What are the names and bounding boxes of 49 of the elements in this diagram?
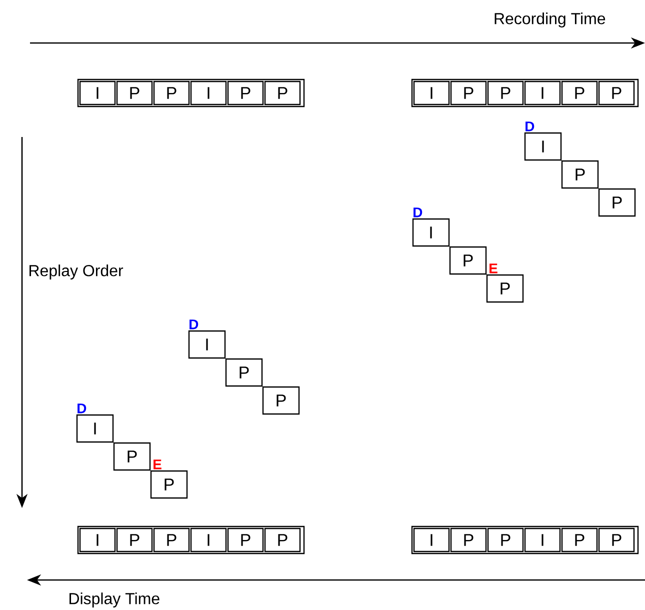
frame-cell: P — [450, 528, 487, 552]
frame-marker: D — [414, 208, 422, 218]
frame-cell: P — [264, 80, 301, 106]
frame-cell: P — [598, 80, 635, 106]
frame-cell: I — [79, 528, 116, 552]
frame-cell: I — [524, 80, 561, 106]
frame-cell: P — [153, 528, 190, 552]
frame-strip — [411, 78, 639, 108]
frame-box: P — [113, 442, 151, 471]
frame-box: P — [150, 470, 188, 499]
frame-cell: P — [598, 528, 635, 552]
frame-cell: P — [227, 528, 264, 552]
frame-cell: I — [190, 528, 227, 552]
axis-label: Recording Time — [494, 12, 606, 28]
frame-box: P — [486, 274, 524, 303]
frame-box: I — [524, 132, 562, 161]
frame-cell: I — [79, 80, 116, 106]
axis-label: Display Time — [70, 592, 160, 608]
frame-cell: P — [116, 80, 153, 106]
frame-strip — [77, 526, 305, 554]
frame-marker: E — [154, 460, 162, 470]
frame-box: P — [225, 358, 263, 387]
frame-marker: D — [190, 320, 198, 330]
frame-cell: P — [487, 80, 524, 106]
frame-cell: P — [561, 528, 598, 552]
frame-box: P — [561, 160, 599, 189]
frame-cell: I — [524, 528, 561, 552]
frame-cell: P — [450, 80, 487, 106]
frame-strip — [411, 526, 639, 554]
frame-box: I — [412, 218, 450, 247]
frame-cell: I — [413, 528, 450, 552]
frame-box: I — [76, 414, 114, 443]
frame-cell: P — [561, 80, 598, 106]
frame-box: I — [188, 330, 226, 359]
frame-marker: D — [78, 404, 86, 414]
frame-cell: I — [413, 80, 450, 106]
frame-box: P — [262, 386, 300, 415]
axis-label: Replay Order — [30, 264, 124, 280]
frame-marker: E — [490, 264, 498, 274]
frame-cell: P — [227, 80, 264, 106]
frame-box: P — [449, 246, 487, 275]
frame-strip — [77, 78, 305, 108]
frame-marker: D — [526, 122, 534, 132]
frame-cell: P — [153, 80, 190, 106]
frame-cell: I — [190, 80, 227, 106]
frame-box: P — [598, 188, 636, 217]
frame-cell: P — [487, 528, 524, 552]
frame-cell: P — [116, 528, 153, 552]
frame-cell: P — [264, 528, 301, 552]
